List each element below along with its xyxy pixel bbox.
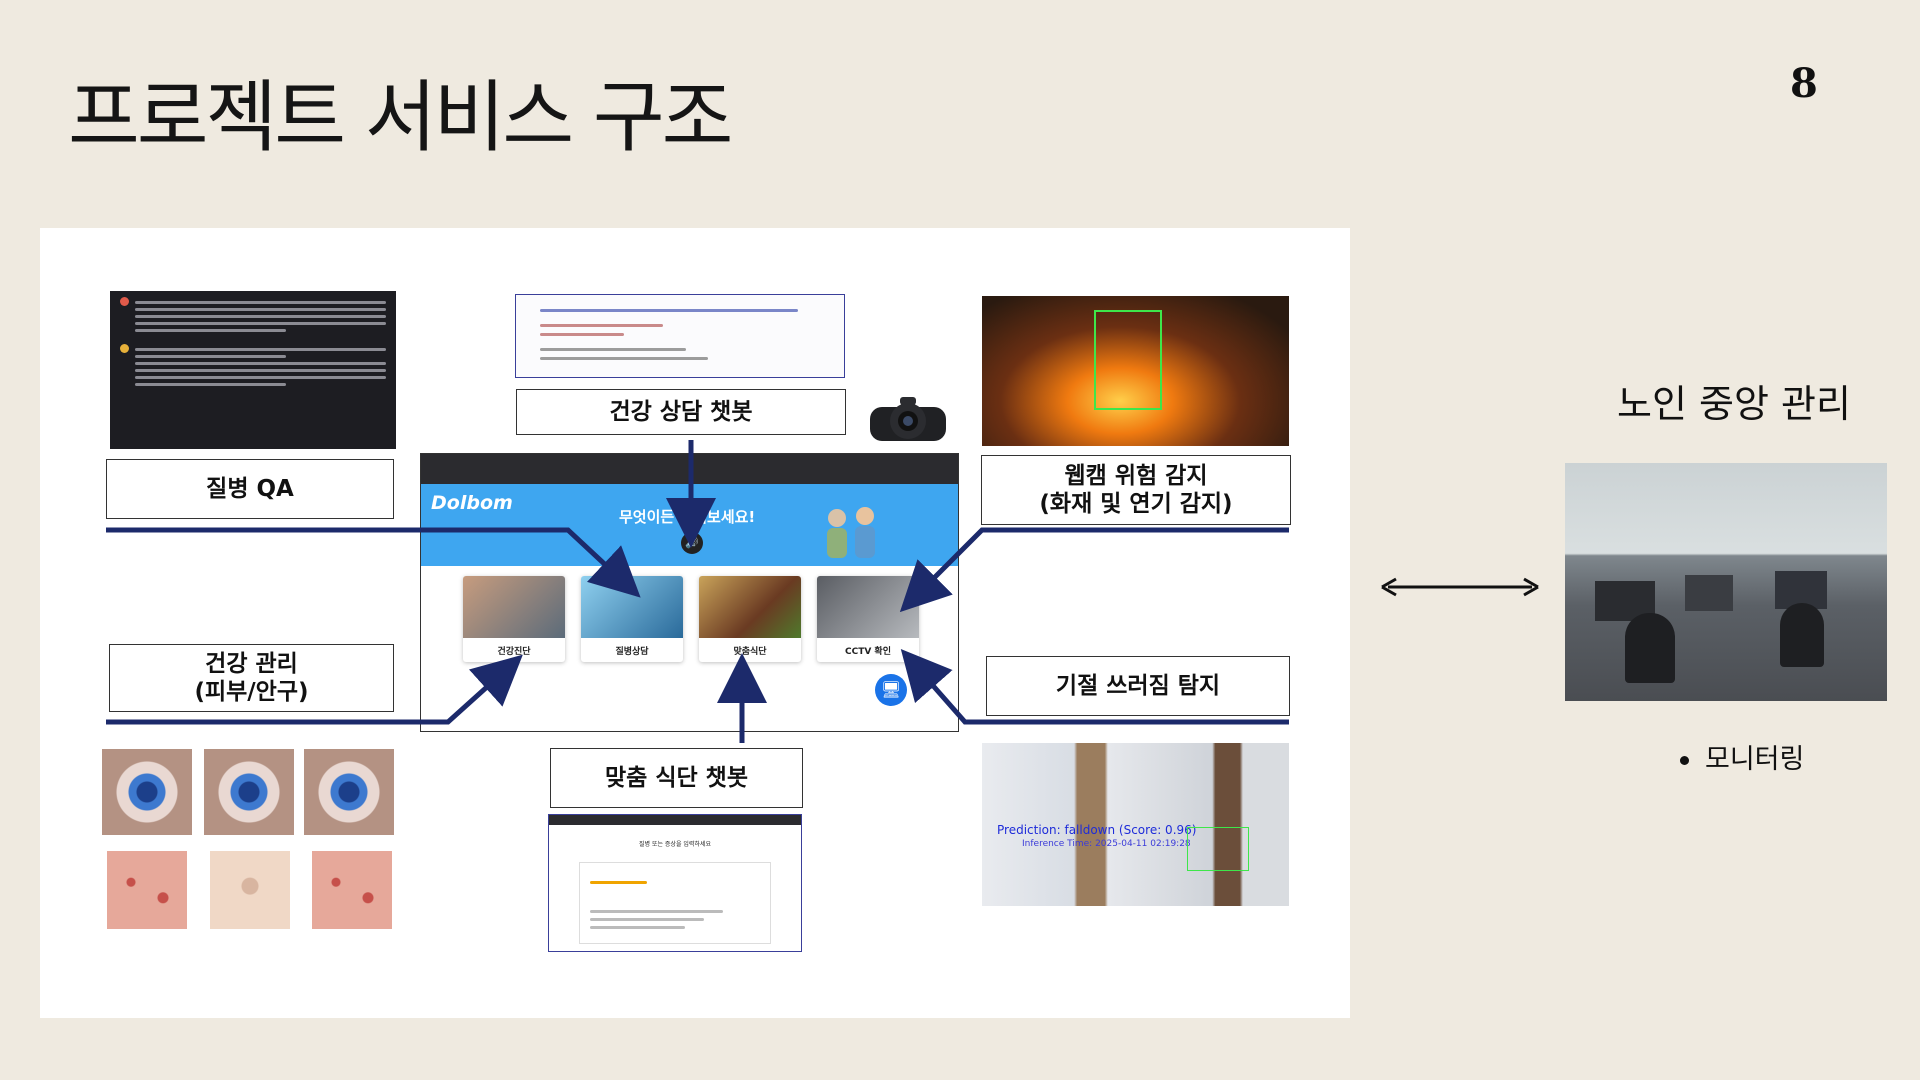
inference-time-text: Inference Time: 2025-04-11 02:19:28	[1022, 839, 1191, 849]
disease-qa-screenshot	[110, 291, 396, 449]
health-management-line1: 건강 관리	[205, 651, 298, 677]
slide-title: 프로젝트 서비스 구조	[68, 73, 733, 163]
webcam-danger-line1: 웹캠 위험 감지	[1064, 463, 1208, 489]
page-number: 8	[1790, 60, 1818, 107]
app-card-health-check[interactable]: 건강진단	[463, 576, 565, 662]
prediction-text: Prediction: falldown (Score: 0.96)	[997, 823, 1197, 837]
central-management-label: 노인 중앙 관리	[1617, 382, 1851, 426]
monitoring-bullet: 모니터링	[1680, 737, 1804, 776]
app-card-label: 건강진단	[497, 647, 531, 657]
diet-chatbot-label: 맞춤 식단 챗봇	[550, 748, 803, 808]
diet-chatbot-text: 맞춤 식단 챗봇	[605, 765, 748, 791]
skin-image	[312, 851, 392, 929]
health-chatbot-text: 건강 상담 챗봇	[609, 399, 753, 425]
disease-qa-text: 질병 QA	[206, 476, 294, 502]
health-management-label: 건강 관리 (피부/안구)	[109, 644, 394, 712]
app-card-label: 맞춤식단	[733, 647, 767, 657]
faint-fall-label: 기절 쓰러짐 탐지	[986, 656, 1290, 716]
connector-lines	[106, 440, 1289, 743]
app-card-label: 질병상담	[615, 647, 649, 657]
webcam-danger-label: 웹캠 위험 감지 (화재 및 연기 감지)	[981, 455, 1291, 525]
health-management-line2: (피부/안구)	[194, 679, 309, 705]
diet-chatbot-screenshot: 질병 또는 증상을 입력하세요	[548, 814, 802, 952]
monitoring-office-photo	[1565, 463, 1887, 701]
connector-webcam-danger	[899, 527, 1289, 613]
diet-screen-title: 질병 또는 증상을 입력하세요	[639, 841, 711, 848]
bullet-icon	[1680, 756, 1689, 765]
caregiver-illustration	[815, 504, 887, 562]
monitoring-text: 모니터링	[1705, 744, 1805, 775]
fall-detection-photo: Prediction: falldown (Score: 0.96) Infer…	[982, 743, 1289, 906]
app-card-label: CCTV 확인	[844, 647, 891, 657]
webcam-danger-line2: (화재 및 연기 감지)	[1039, 491, 1233, 517]
skin-image	[210, 851, 290, 929]
health-chatbot-label: 건강 상담 챗봇	[516, 389, 846, 435]
connector-disease-qa	[106, 527, 641, 598]
eye-image	[304, 749, 394, 835]
fire-detection-photo	[982, 296, 1289, 446]
eye-image	[102, 749, 192, 835]
connector-faint-fall	[900, 648, 1289, 725]
diagram-panel: 질병 QA 건강 상담 챗봇 웹캠 위험 감지 (화재 및 연기 감지) Dol…	[40, 228, 1350, 1018]
faint-fall-text: 기절 쓰러짐 탐지	[1055, 673, 1221, 699]
skin-image	[107, 851, 187, 929]
disease-qa-label: 질병 QA	[106, 459, 394, 519]
health-chatbot-code-screenshot	[515, 294, 845, 378]
double-arrow-icon	[1381, 577, 1539, 597]
webcam-icon	[870, 397, 946, 441]
eye-image	[204, 749, 294, 835]
app-brand: Dolbom	[431, 492, 513, 514]
app-card-custom-diet[interactable]: 맞춤식단	[699, 576, 801, 662]
connector-health-management	[106, 654, 523, 725]
